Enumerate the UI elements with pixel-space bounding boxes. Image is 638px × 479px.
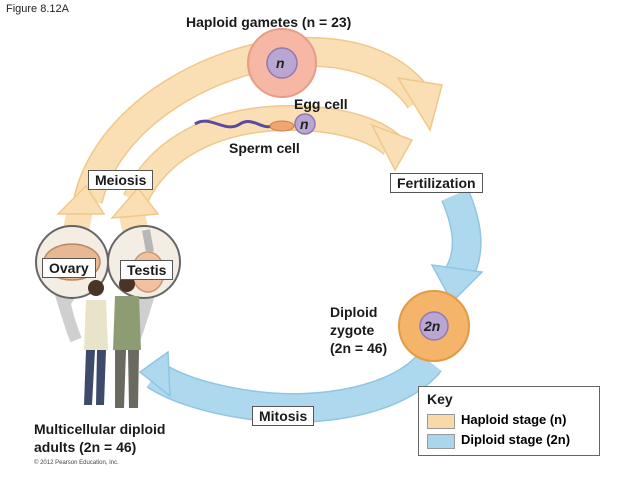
figure-label: Figure 8.12A — [6, 3, 69, 15]
haploid-arrowhead-inner — [370, 123, 414, 172]
diagram-title: Haploid gametes (n = 23) — [186, 14, 352, 30]
diploid-swatch — [427, 434, 455, 449]
zygote-label-line1: Diploid — [330, 304, 378, 320]
diploid-key-label: Diploid stage (2n) — [461, 432, 571, 447]
gamete-ploidy-label: n — [276, 55, 285, 71]
sperm-head — [269, 120, 295, 132]
egg-ploidy-label: n — [300, 116, 309, 132]
haploid-key-label: Haploid stage (n) — [461, 412, 567, 427]
key-legend: Key Haploid stage (n) Diploid stage (2n) — [418, 386, 600, 456]
sperm-tail — [194, 119, 273, 129]
fertilization-label: Fertilization — [390, 173, 483, 193]
diploid-arrowhead-zygote — [430, 264, 484, 304]
testis-label: Testis — [120, 260, 174, 280]
meiosis-label: Meiosis — [88, 170, 154, 190]
zygote-ploidy-label: 2n — [424, 318, 441, 334]
haploid-swatch — [427, 414, 455, 429]
egg-nucleus — [294, 113, 316, 135]
adults-label-line2: adults (2n = 46) — [34, 439, 137, 455]
zygote-label-line3: (2n = 46) — [330, 340, 388, 356]
haploid-arrowhead-outer — [396, 77, 443, 132]
adults-label-line1: Multicellular diploid — [34, 421, 166, 437]
egg-cell-label: Egg cell — [294, 96, 348, 112]
zygote-nucleus — [419, 311, 449, 341]
adults-figures — [84, 276, 141, 408]
zygote-label-line2: zygote — [330, 322, 375, 338]
gamete-nucleus — [266, 47, 298, 79]
diploid-arrowhead-adults — [138, 350, 171, 398]
ovary-label: Ovary — [42, 258, 96, 278]
sperm-cell-label: Sperm cell — [229, 140, 300, 156]
mitosis-label: Mitosis — [252, 406, 315, 426]
copyright: © 2012 Pearson Education, Inc. — [34, 460, 119, 466]
key-title: Key — [427, 391, 453, 407]
